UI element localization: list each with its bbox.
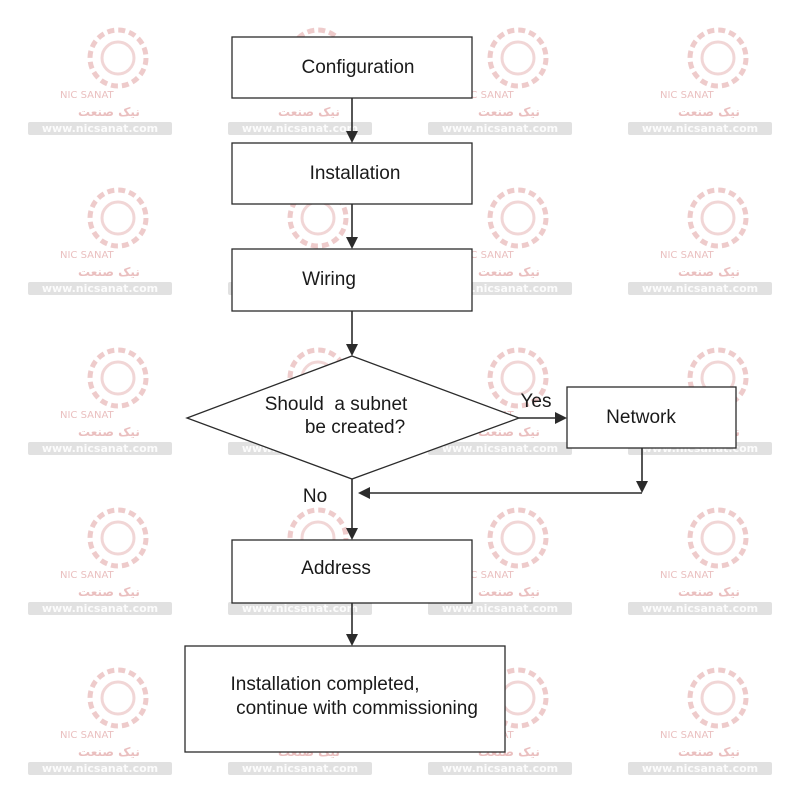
wiring-step [231,248,473,312]
final-label-line-1: Installation completed, [230,674,419,695]
arrowhead-installation [346,131,358,143]
decision-label-line-2: be created? [305,417,405,438]
configuration-label: Configuration [301,57,414,78]
arrowhead-network [555,412,567,424]
no-branch-label: No [303,486,327,507]
installation-step [231,142,473,205]
arrowhead-final [346,634,358,646]
wiring-label: Wiring [302,269,356,290]
arrowhead-network-down [636,481,648,493]
final-label-line-2: continue with commissioning [236,698,478,719]
yes-branch-label: Yes [521,391,552,412]
address-label: Address [301,558,371,579]
network-label: Network [606,407,676,428]
arrowhead-decision [346,344,358,356]
installation-complete-step [184,645,506,753]
decision-label-line-1: Should a subnet [265,394,408,415]
installation-label: Installation [310,163,401,184]
arrowhead-return [358,487,370,499]
arrowhead-wiring [346,237,358,249]
address-step [231,539,473,604]
network-step [566,386,737,449]
configuration-step [231,36,473,99]
arrowhead-address [346,528,358,540]
subnet-decision [185,355,521,480]
